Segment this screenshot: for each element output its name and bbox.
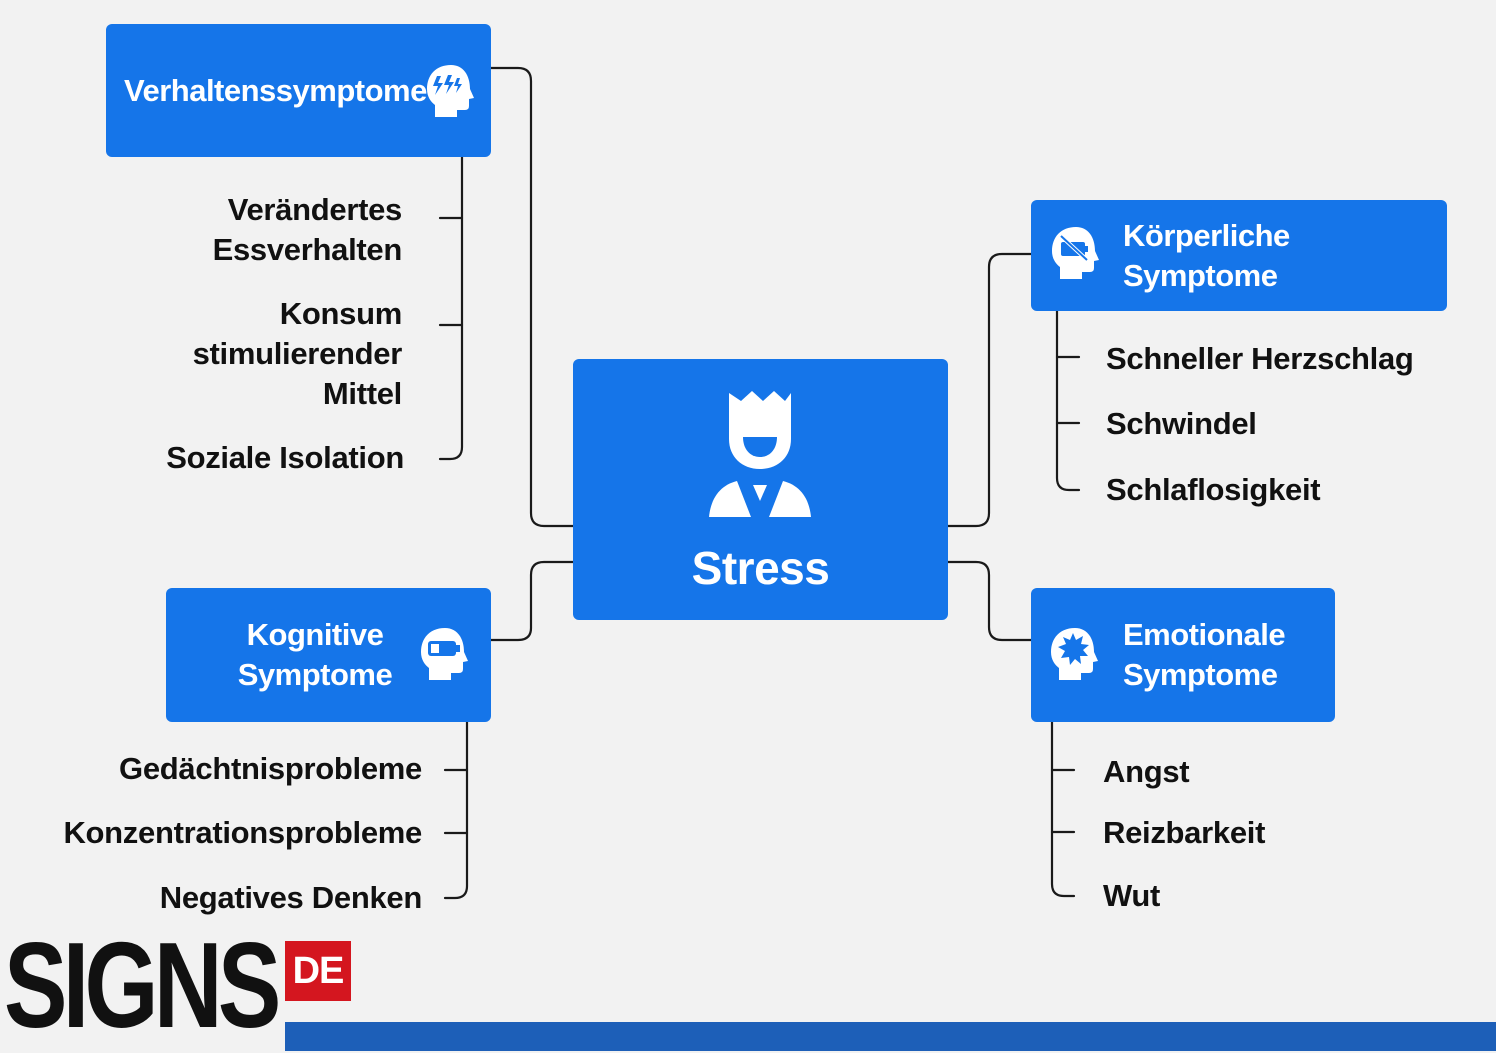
behavioral-item: Soziale Isolation [166,440,404,475]
head-burst-icon [1048,625,1102,683]
emotional-item: Reizbarkeit [1103,815,1266,850]
emotional-item: Wut [1103,878,1161,913]
cognitive-item: Konzentrationsprobleme [63,815,422,850]
head-battery-icon [418,625,472,683]
cognitive-symptoms-title: Kognitive Symptome [237,617,393,692]
cognitive-item: Gedächtnisprobleme [119,751,422,786]
head-lightning-icon [424,62,478,120]
brand-logo-text: SIGNS [4,917,281,1053]
physical-item: Schlaflosigkeit [1106,472,1321,507]
brand-tag: DE [285,941,351,1001]
physical-symptoms-box: Körperliche Symptome [1031,200,1447,311]
cognitive-symptoms-box: Kognitive Symptome [166,588,491,722]
head-no-battery-icon [1049,224,1103,282]
physical-item: Schwindel [1106,406,1257,441]
behavioral-item: Konsum stimulierender Mittel [192,296,403,411]
physical-symptoms-title: Körperliche Symptome [1123,217,1290,293]
behavioral-symptoms-title: Verhaltenssymptome [124,72,427,108]
emotional-symptoms-title: Emotionale Symptome [1123,617,1286,692]
stress-title: Stress [691,542,830,594]
person-crown-icon [707,389,813,519]
behavioral-item: Verändertes Essverhalten [212,192,403,267]
emotional-symptoms-box: Emotionale Symptome [1031,588,1335,722]
behavioral-symptoms-box: Verhaltenssymptome [106,24,491,157]
emotional-item: Angst [1103,754,1190,789]
physical-item: Schneller Herzschlag [1106,341,1414,376]
cognitive-item: Negatives Denken [159,880,423,915]
stress-center-box: Stress [573,359,948,620]
bottom-bar [285,1022,1496,1051]
